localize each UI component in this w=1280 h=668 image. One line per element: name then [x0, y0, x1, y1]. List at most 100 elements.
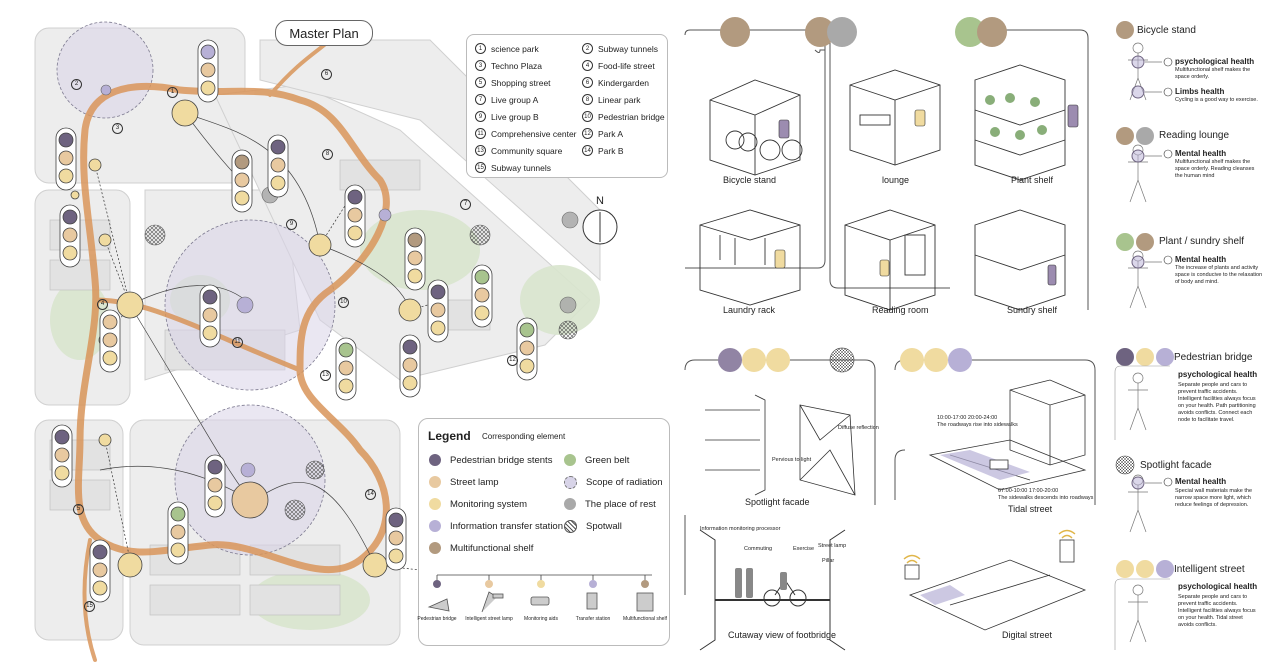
legend-item: Street lamp	[429, 476, 499, 488]
legend-item: Pedestrian bridge stents	[429, 454, 552, 466]
map-number-3: 3	[112, 116, 123, 134]
health-title-reading: Reading lounge	[1159, 130, 1230, 141]
health-desc: Multifunctional shelf makes the space or…	[1175, 159, 1255, 179]
health-title-spotlight: Spotlight facade	[1140, 460, 1212, 471]
pervious-note: Pervious to light	[772, 457, 812, 463]
master-plan-title: Master Plan	[275, 20, 373, 46]
shelf-caption-laundry: Laundry rack	[723, 305, 776, 315]
commuting-note: Commuting	[744, 546, 773, 552]
diffuse-note: Diffuse reflection	[838, 425, 879, 431]
device-label: Pedestrian bridge	[417, 616, 457, 622]
shelves-diagram	[684, 17, 1089, 311]
health-desc: Special wall materials make the narrow s…	[1175, 488, 1253, 508]
health-desc: Cycling is a good way to exercise.	[1175, 97, 1258, 103]
compass	[582, 209, 618, 245]
tidal-time-bottom: 07:00-10:00 17:00-20:00	[998, 488, 1059, 494]
device-label: Monitoring aids	[524, 616, 558, 622]
health-desc: The increase of plants and activity spac…	[1175, 265, 1263, 285]
legend-item: Green belt	[564, 454, 629, 466]
legend-item: Information transfer station	[429, 520, 563, 532]
health-desc: Separate people and cars to prevent traf…	[1178, 594, 1256, 628]
map-number-6: 6	[321, 62, 332, 80]
map-number-15: 15	[84, 594, 95, 612]
shelf-caption-lounge: lounge	[882, 175, 910, 185]
multi-element-pills	[51, 39, 538, 603]
health-title-street: Intelligent street	[1174, 564, 1245, 575]
shelf-caption-sundry: Sundry shelf	[1007, 305, 1058, 315]
health-sub: psychological health	[1175, 57, 1255, 66]
map-number-2: 2	[71, 72, 82, 90]
device-label: Intelligent street lamp	[465, 616, 513, 622]
transfer-stations	[100, 84, 392, 478]
map-number-5: 5	[73, 497, 84, 515]
health-sub: psychological health	[1178, 370, 1258, 379]
legend-item: Spotwall	[564, 520, 622, 533]
map-number-8: 8	[322, 142, 333, 160]
pillar-note: Pillar	[822, 558, 835, 564]
compass-label: N	[596, 195, 604, 207]
tidal-note-bottom: The sidewalks descends into roadways	[998, 495, 1094, 501]
map-number-10: 10	[338, 290, 349, 308]
bridge-diagram	[684, 347, 876, 651]
health-title-plant: Plant / sundry shelf	[1159, 236, 1245, 247]
shelf-caption-bicycle: Bicycle stand	[723, 175, 777, 185]
shelf-color-circle	[720, 17, 750, 47]
health-desc: Multifunctional shelf makes the space or…	[1175, 67, 1251, 80]
legend-item: Scope of radiation	[564, 476, 663, 489]
street-lamp-note: Street lamp	[818, 543, 847, 549]
legend-title: Legend	[428, 429, 471, 443]
health-title-bicycle: Bicycle stand	[1137, 25, 1196, 36]
map-number-7: 7	[460, 192, 471, 210]
map-number-11: 11	[232, 330, 243, 348]
health-desc: Separate people and cars to prevent traf…	[1178, 382, 1256, 423]
health-sub: Limbs health	[1175, 87, 1225, 96]
legend-subtitle: Corresponding element	[482, 432, 566, 441]
master-plan-map	[34, 21, 618, 662]
health-sub: Mental health	[1175, 255, 1227, 264]
health-sub: psychological health	[1178, 582, 1258, 591]
legend-box: Legend Corresponding element Pedestrian …	[417, 418, 670, 646]
monitoring-points	[70, 99, 422, 578]
health-sub: Mental health	[1175, 149, 1227, 158]
rest-point-large	[231, 481, 269, 519]
health-sub: Mental health	[1175, 477, 1227, 486]
digital-street-caption: Digital street	[1002, 630, 1053, 640]
info-monitoring-note: Information monitoring processor	[700, 526, 781, 532]
map-number-14: 14	[365, 482, 376, 500]
map-number-12: 12	[507, 348, 518, 366]
device-label: Multifunctional shelf	[623, 616, 667, 622]
map-number-9: 9	[286, 212, 297, 230]
connector-lines	[99, 112, 411, 566]
health-title-bridge: Pedestrian bridge	[1174, 352, 1253, 363]
tidal-street-caption: Tidal street	[1008, 504, 1053, 514]
tidal-note-top: The roadways rise into sidewalks	[937, 422, 1018, 428]
shelf-caption-reading: Reading room	[872, 305, 929, 315]
streets-diagram	[894, 348, 1096, 631]
legend-item: Monitoring system	[429, 498, 527, 510]
legend-item: Multifunctional shelf	[429, 542, 533, 554]
map-number-4: 4	[97, 292, 108, 310]
map-number-1: 1	[167, 80, 178, 98]
spot-walls	[144, 224, 578, 521]
exercise-note: Exercise	[793, 546, 815, 552]
tidal-time-top: 10:00-17:00 20:00-24:00	[937, 415, 998, 421]
health-sidebar-graphics	[1114, 21, 1174, 650]
map-number-13: 13	[320, 363, 331, 381]
legend-item: The place of rest	[564, 498, 656, 510]
device-label: Transfer station	[575, 616, 611, 622]
